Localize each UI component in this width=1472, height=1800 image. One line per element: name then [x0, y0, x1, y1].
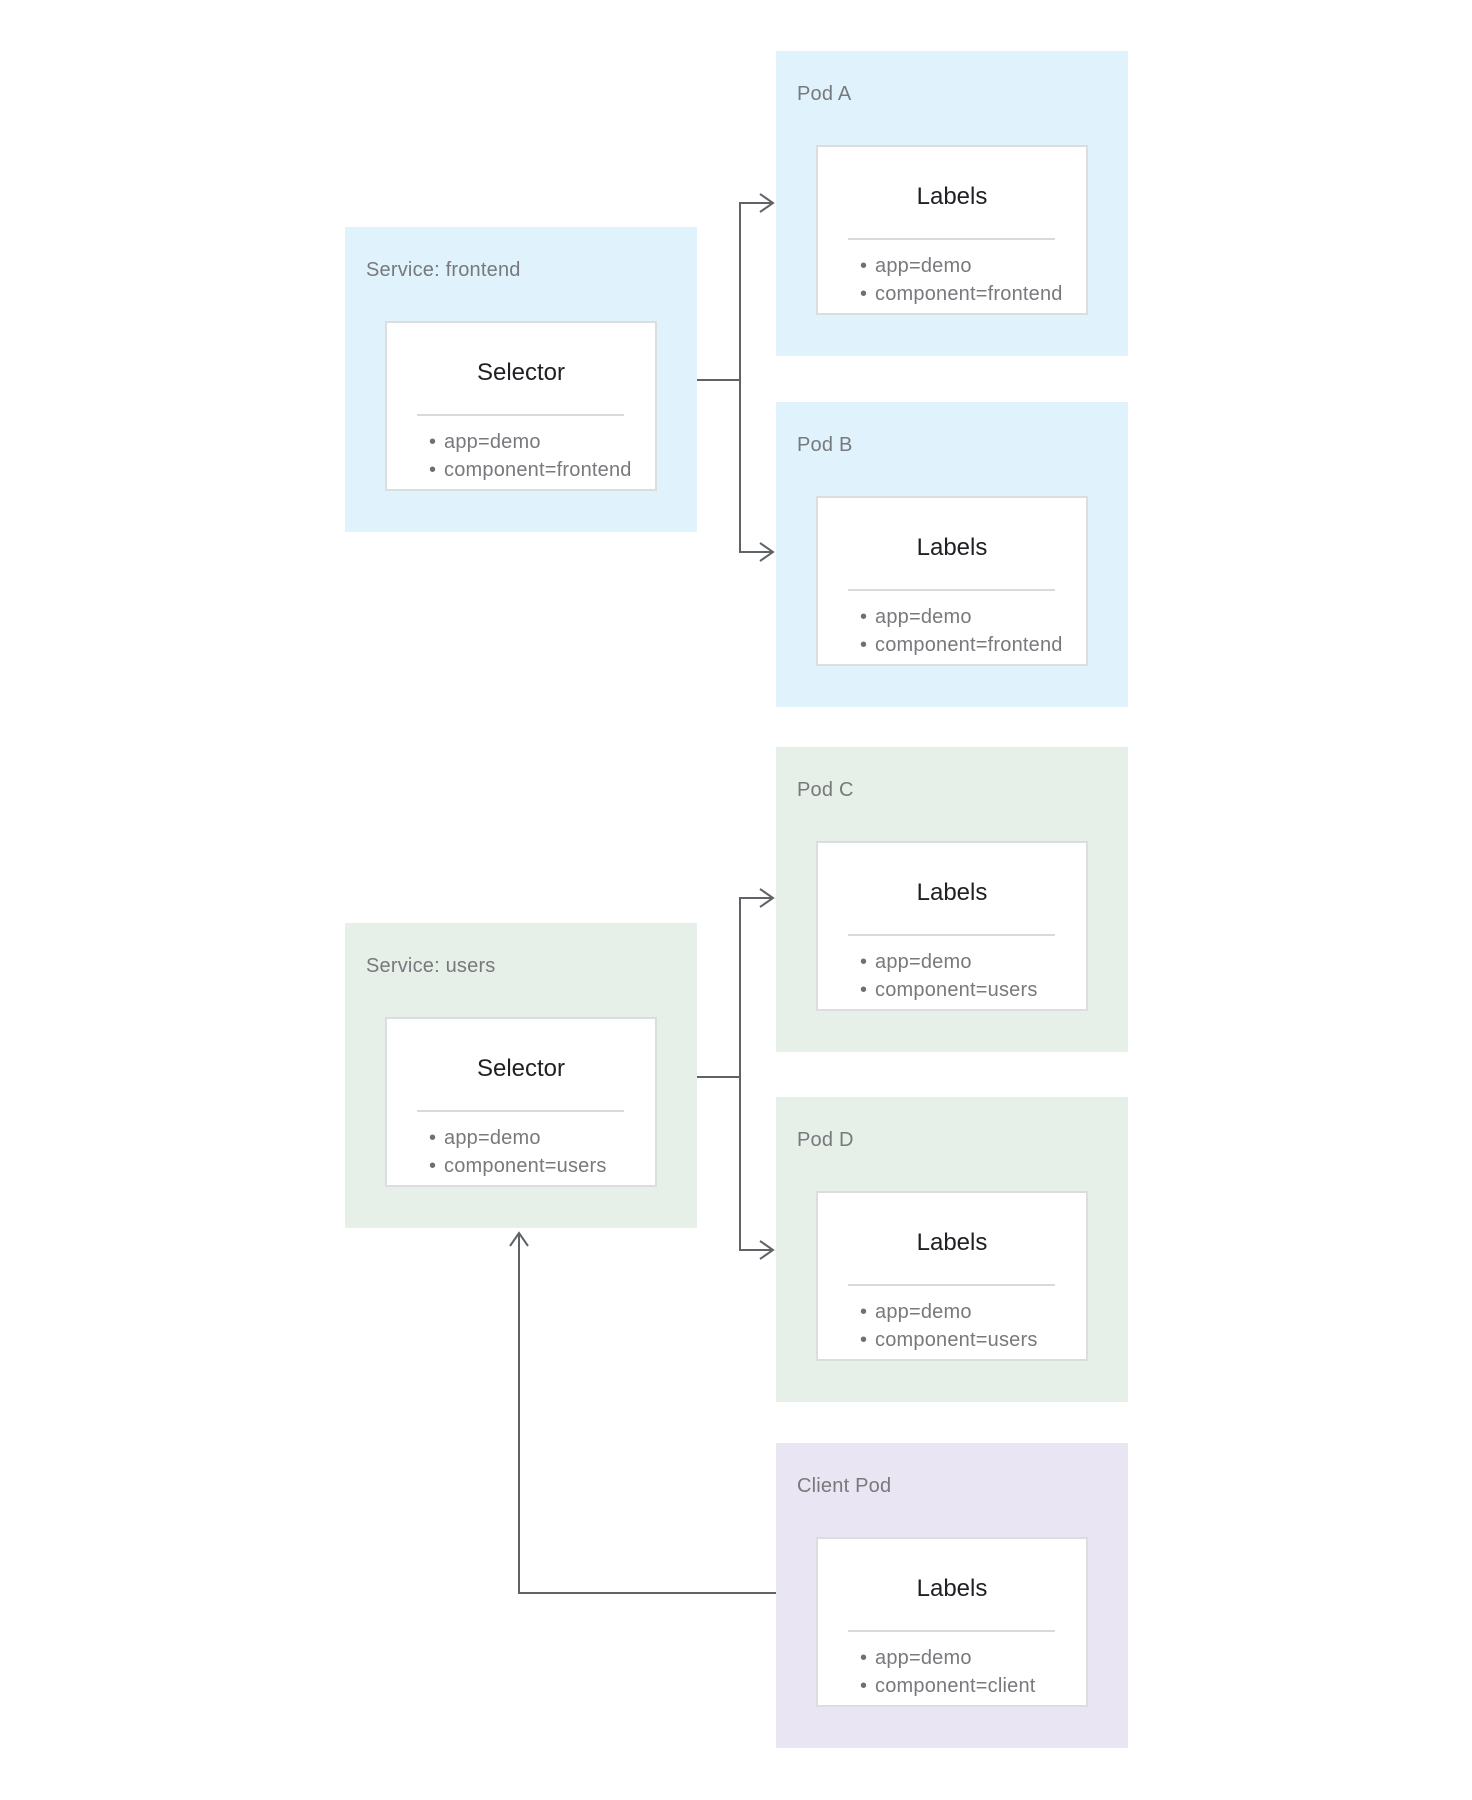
label-item: app=demo	[429, 428, 632, 456]
label-item: component=frontend	[860, 631, 1063, 659]
card-title: Labels	[916, 1229, 988, 1256]
label-item: component=client	[860, 1672, 1036, 1700]
card-title: Labels	[916, 183, 988, 210]
box-label: Pod B	[797, 434, 853, 456]
connector-client-to-users	[518, 1233, 776, 1594]
label-list: app=demo component=frontend	[860, 252, 1063, 308]
label-list: app=demo component=users	[429, 1124, 607, 1180]
label-list: app=demo component=client	[860, 1644, 1036, 1700]
labels-card: Labels app=demo component=client	[816, 1537, 1088, 1707]
box-label: Service: users	[366, 955, 496, 977]
arrowhead-service-users-icon	[509, 1231, 529, 1247]
label-item: component=users	[860, 976, 1038, 1004]
label-item: component=frontend	[860, 280, 1063, 308]
label-list: app=demo component=users	[860, 948, 1038, 1004]
labels-card: Labels app=demo component=users	[816, 1191, 1088, 1361]
selector-card: Selector app=demo component=frontend	[385, 321, 657, 491]
label-item: app=demo	[860, 948, 1038, 976]
box-label: Pod A	[797, 83, 852, 105]
connector-frontend-branches	[739, 202, 773, 553]
card-title: Labels	[916, 879, 988, 906]
card-divider	[848, 589, 1055, 591]
label-item: app=demo	[860, 252, 1063, 280]
card-divider	[417, 1110, 624, 1112]
label-item: component=frontend	[429, 456, 632, 484]
pod-c-box: Pod C Labels app=demo component=users	[776, 747, 1128, 1052]
client-pod-box: Client Pod Labels app=demo component=cli…	[776, 1443, 1128, 1748]
service-users-box: Service: users Selector app=demo compone…	[345, 923, 697, 1228]
card-divider	[848, 934, 1055, 936]
arrowhead-pod-b-icon	[759, 542, 775, 562]
service-frontend-box: Service: frontend Selector app=demo comp…	[345, 227, 697, 532]
pod-d-box: Pod D Labels app=demo component=users	[776, 1097, 1128, 1402]
card-divider	[848, 1284, 1055, 1286]
box-label: Service: frontend	[366, 259, 521, 281]
label-item: component=users	[429, 1152, 607, 1180]
label-item: app=demo	[860, 1298, 1038, 1326]
arrowhead-pod-a-icon	[759, 193, 775, 213]
labels-card: Labels app=demo component=frontend	[816, 145, 1088, 315]
box-label: Pod D	[797, 1129, 854, 1151]
box-label: Pod C	[797, 779, 854, 801]
card-divider	[848, 1630, 1055, 1632]
box-label: Client Pod	[797, 1475, 892, 1497]
card-title: Labels	[916, 534, 988, 561]
card-title: Labels	[916, 1575, 988, 1602]
label-list: app=demo component=frontend	[429, 428, 632, 484]
arrowhead-pod-d-icon	[759, 1240, 775, 1260]
label-item: app=demo	[860, 603, 1063, 631]
card-divider	[848, 238, 1055, 240]
label-item: app=demo	[860, 1644, 1036, 1672]
card-divider	[417, 414, 624, 416]
pod-a-box: Pod A Labels app=demo component=frontend	[776, 51, 1128, 356]
labels-card: Labels app=demo component=frontend	[816, 496, 1088, 666]
arrowhead-pod-c-icon	[759, 888, 775, 908]
card-title: Selector	[476, 359, 566, 386]
labels-card: Labels app=demo component=users	[816, 841, 1088, 1011]
label-list: app=demo component=users	[860, 1298, 1038, 1354]
pod-b-box: Pod B Labels app=demo component=frontend	[776, 402, 1128, 707]
label-item: component=users	[860, 1326, 1038, 1354]
label-item: app=demo	[429, 1124, 607, 1152]
card-title: Selector	[476, 1055, 566, 1082]
selector-card: Selector app=demo component=users	[385, 1017, 657, 1187]
connector-users-branches	[739, 897, 773, 1251]
label-list: app=demo component=frontend	[860, 603, 1063, 659]
